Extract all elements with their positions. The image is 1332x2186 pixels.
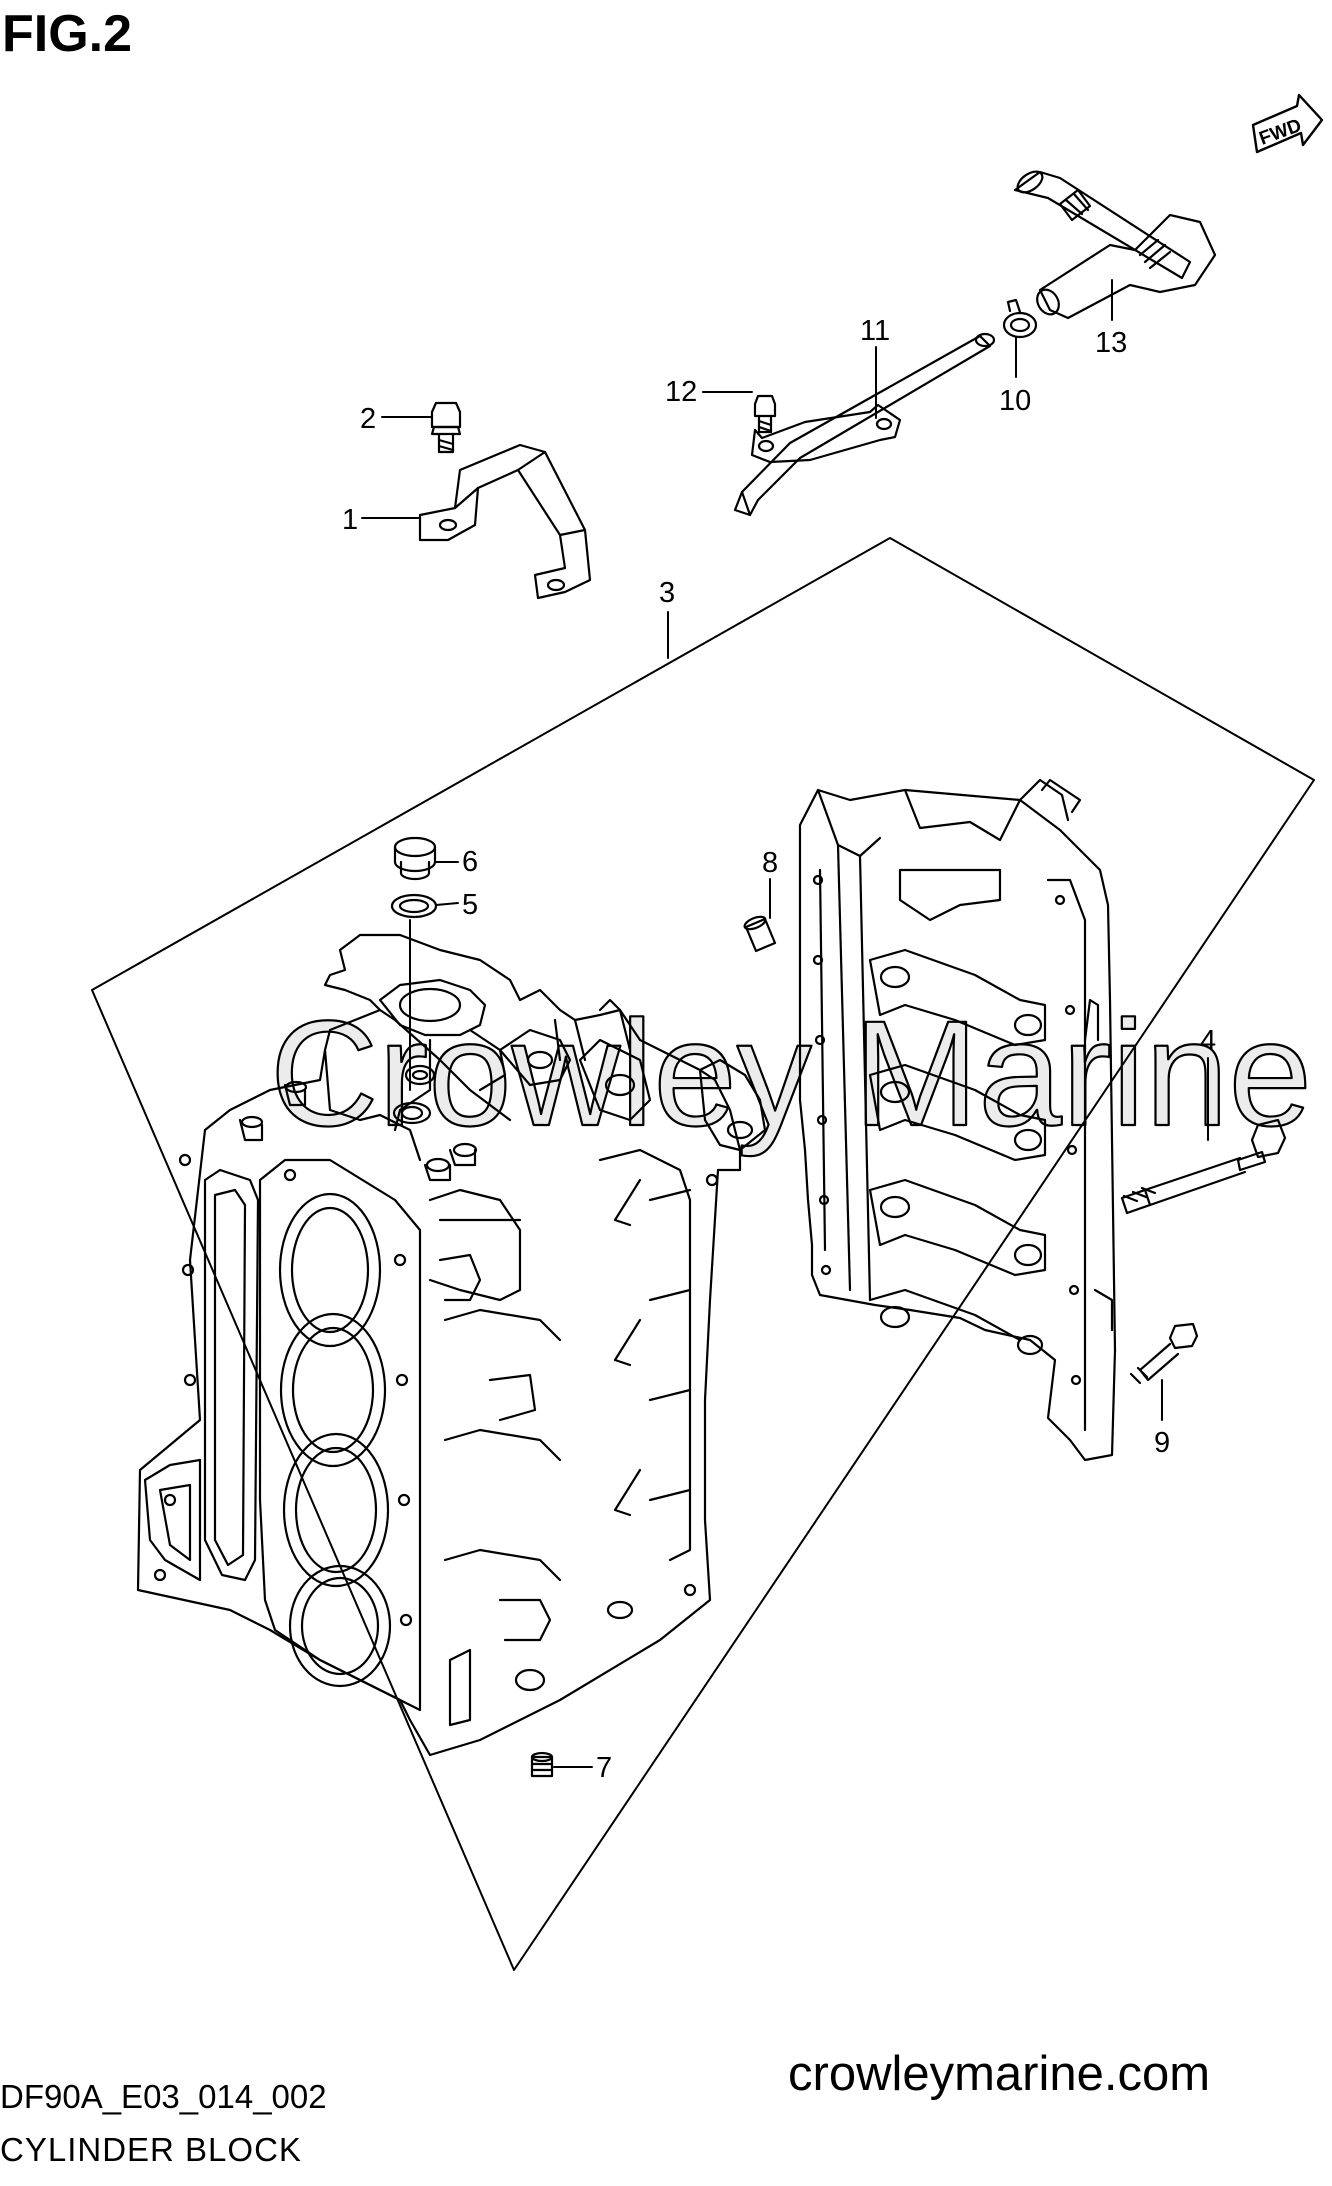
callout-9: 9 bbox=[1154, 1427, 1170, 1459]
callout-2: 2 bbox=[360, 403, 376, 435]
part-bracket bbox=[418, 443, 592, 600]
part-small-plug bbox=[530, 1751, 554, 1778]
callout-10: 10 bbox=[999, 385, 1031, 417]
figure-title: FIG.2 bbox=[2, 5, 133, 63]
callout-3: 3 bbox=[659, 577, 675, 609]
callout-6: 6 bbox=[462, 846, 478, 878]
fwd-arrow-icon bbox=[1251, 93, 1324, 154]
callout-8: 8 bbox=[762, 847, 778, 879]
callout-11: 11 bbox=[860, 315, 890, 347]
watermark-text: Crowley Marine bbox=[270, 989, 1312, 1157]
callout-7: 7 bbox=[596, 1752, 612, 1784]
part-oil-gauge bbox=[1013, 170, 1217, 320]
part-guide-tube bbox=[733, 332, 996, 517]
part-long-bolt bbox=[1120, 1118, 1287, 1215]
leader-lines bbox=[361, 279, 1209, 1768]
callout-4: 4 bbox=[1200, 1025, 1216, 1057]
part-hose-clamp bbox=[1002, 298, 1038, 339]
website-label: crowleymarine.com bbox=[788, 2047, 1211, 2101]
diagram-code: DF90A_E03_014_002 bbox=[0, 2078, 327, 2115]
part-bolt-12 bbox=[753, 394, 777, 434]
part-bolt-9 bbox=[1129, 1322, 1199, 1385]
part-crankcase bbox=[798, 778, 1117, 1462]
assembly-frame bbox=[91, 537, 1315, 1971]
callout-12: 12 bbox=[665, 376, 697, 408]
part-dowel-pin bbox=[743, 915, 777, 953]
callout-5: 5 bbox=[462, 889, 478, 921]
part-gasket bbox=[390, 893, 438, 919]
part-bolt-2 bbox=[430, 401, 462, 454]
diagram-subtitle: CYLINDER BLOCK bbox=[0, 2131, 302, 2168]
part-plug bbox=[393, 836, 437, 881]
part-cylinder-block bbox=[136, 933, 767, 1757]
callout-13: 13 bbox=[1095, 327, 1127, 359]
callout-1: 1 bbox=[342, 504, 358, 536]
